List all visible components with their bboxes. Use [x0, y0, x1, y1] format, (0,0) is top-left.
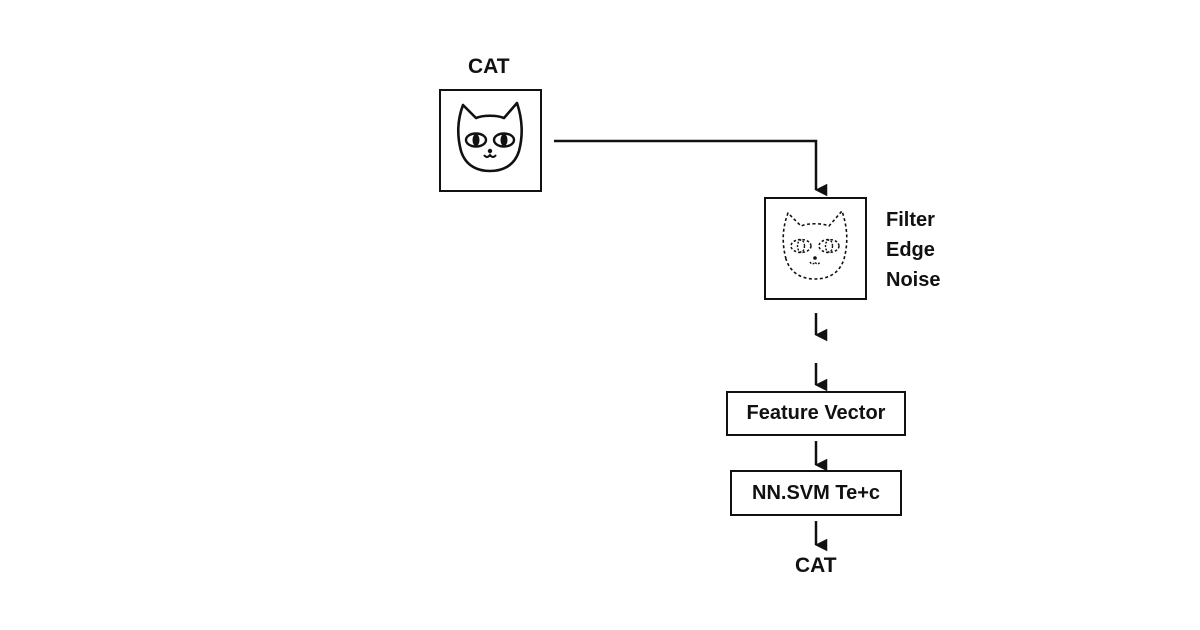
feature-vector-label: Feature Vector	[746, 402, 886, 424]
step-edge-label: Edge	[886, 239, 935, 261]
classifier-label: NN.SVM Te+c	[752, 481, 880, 504]
cat-face-icon	[456, 101, 524, 173]
processing-steps-list: Filter Edge Noise	[886, 205, 940, 295]
input-image-box	[439, 89, 542, 192]
input-label: CAT	[468, 55, 510, 78]
step-noise-label: Noise	[886, 269, 941, 291]
step-filter-label: Filter	[886, 209, 935, 231]
dashed-cat-face-icon	[782, 210, 848, 280]
output-label: CAT	[795, 554, 837, 577]
feature-vector-box: Feature Vector	[726, 391, 906, 436]
processed-image-box	[764, 197, 867, 300]
input-to-processed-connector	[554, 139, 828, 197]
classifier-box: NN.SVM Te+c	[730, 470, 902, 516]
